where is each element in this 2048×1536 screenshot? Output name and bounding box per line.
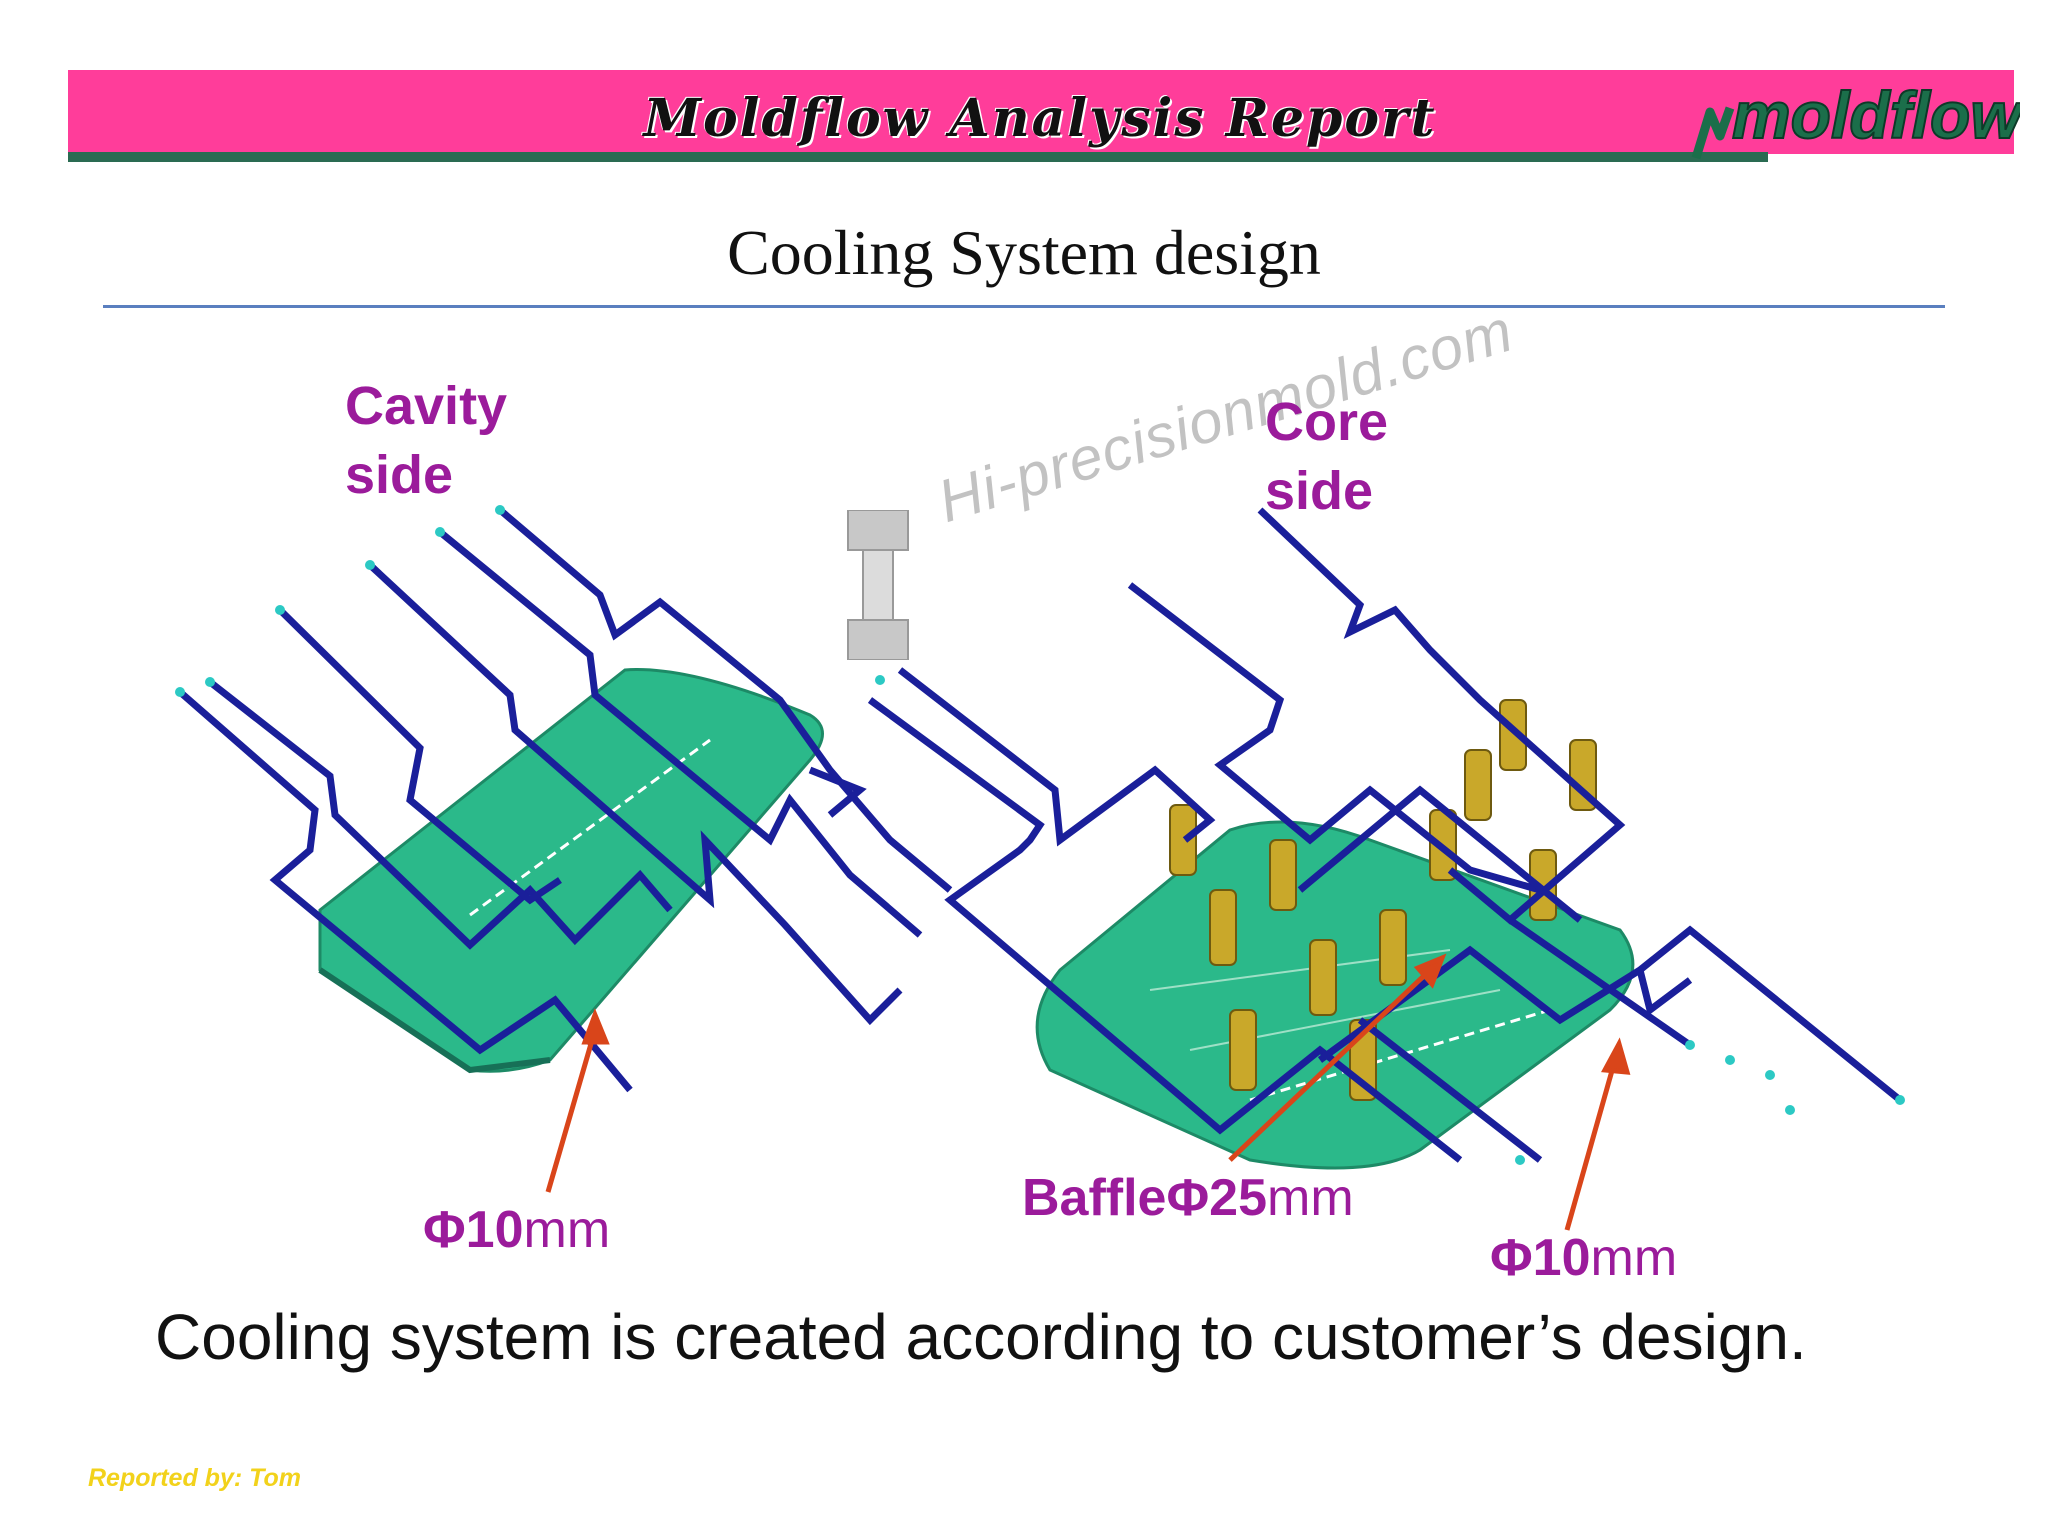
reporter-credit: Reported by: Tom bbox=[88, 1464, 301, 1492]
title-divider bbox=[103, 305, 1945, 308]
cavity-cooling-channels bbox=[177, 507, 953, 1093]
dim-unit: mm bbox=[1267, 1169, 1354, 1227]
cavity-side-label: Cavity side bbox=[345, 376, 508, 506]
dimension-arrows bbox=[545, 953, 1631, 1231]
description-text: Cooling system is created according to c… bbox=[155, 1301, 1807, 1373]
dim-unit: mm bbox=[1590, 1229, 1678, 1287]
header-underline bbox=[68, 152, 1768, 162]
header-banner bbox=[68, 70, 2014, 154]
dim-value: Φ10 bbox=[1490, 1229, 1591, 1287]
watermark-logo-icon bbox=[838, 509, 918, 661]
baffle-diameter: BaffleΦ25mm bbox=[1022, 1165, 1382, 1232]
cooling-system-figure bbox=[175, 505, 1905, 1231]
report-title: Moldflow Analysis Report bbox=[643, 88, 1437, 149]
core-side-label: Core side bbox=[1265, 392, 1389, 522]
dim-value: Φ10 bbox=[423, 1201, 524, 1259]
dim-value: Φ25 bbox=[1166, 1169, 1268, 1227]
cavity-channel-diameter: Φ10mm bbox=[423, 1200, 610, 1260]
core-inlet-markers bbox=[875, 675, 1905, 1165]
baffle-prefix: Baffle bbox=[1022, 1169, 1167, 1227]
page-title: Cooling System design bbox=[727, 217, 1321, 288]
core-cooling-channels bbox=[867, 507, 1903, 1163]
dim-unit: mm bbox=[523, 1201, 611, 1259]
svg-text:moldflow: moldflow bbox=[1732, 78, 2020, 152]
core-channel-diameter: Φ10mm bbox=[1490, 1228, 1677, 1288]
moldflow-logo: moldflow bbox=[1691, 77, 2020, 160]
cavity-inlet-markers bbox=[175, 505, 505, 697]
